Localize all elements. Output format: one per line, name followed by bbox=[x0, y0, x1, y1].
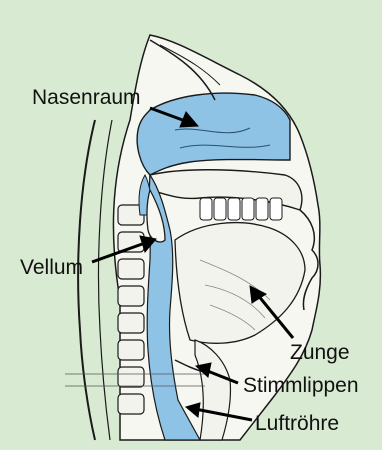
label-vellum: Vellum bbox=[20, 257, 83, 278]
label-luftroehre: Luftröhre bbox=[255, 413, 339, 434]
neck-back-line bbox=[78, 120, 95, 440]
label-nasenraum: Nasenraum bbox=[32, 87, 141, 108]
label-stimmlippen: Stimmlippen bbox=[243, 375, 359, 396]
label-zunge: Zunge bbox=[290, 342, 350, 363]
neck-inner-line bbox=[99, 120, 113, 440]
